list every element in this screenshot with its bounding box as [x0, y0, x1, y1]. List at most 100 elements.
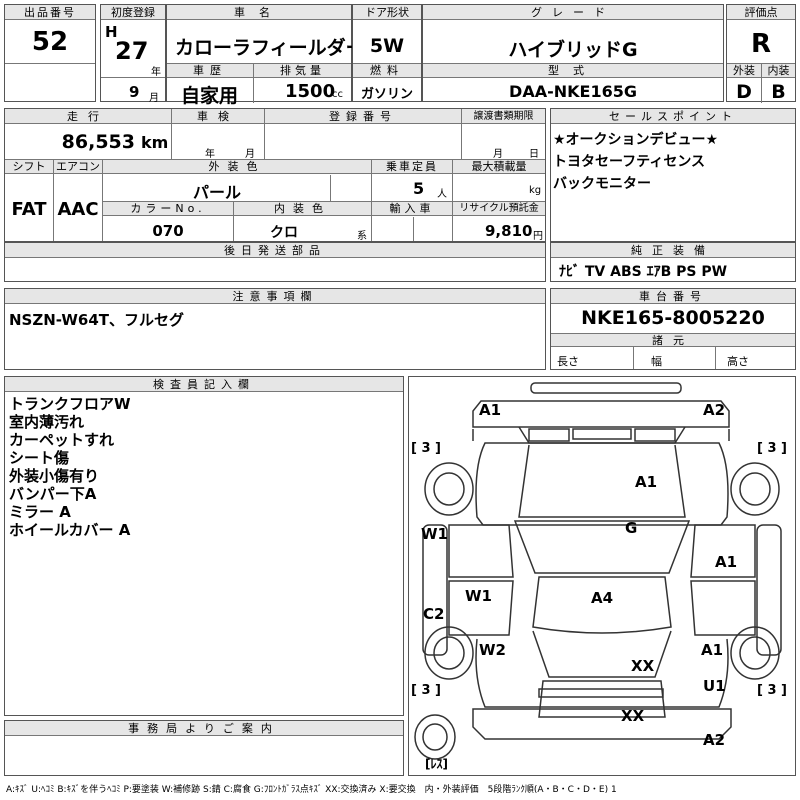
inspector-line-8: ホイールカバー A — [9, 521, 131, 539]
sales-point-2: トヨタセーフティセンス — [553, 154, 706, 170]
fuel: ガソリン — [360, 87, 413, 102]
air-conditioner: AAC — [57, 199, 99, 220]
era: H — [105, 23, 118, 41]
damage-mark-right-fender: A1 — [715, 553, 738, 571]
transfer-deadline-label: 譲渡書類期限 — [462, 109, 545, 124]
bracket-bottom-left: [ 3 ] — [411, 683, 441, 698]
specs-label: 諸元 — [551, 333, 795, 347]
car-diagram-box: A1 A2 [ 3 ] [ 3 ] A1 G W1 A1 W1 A4 C2 W2… — [408, 376, 796, 776]
displacement: 1500 — [285, 81, 336, 102]
inspector-line-1: トランクフロアW — [9, 395, 131, 413]
damage-mark-front-left: A1 — [479, 401, 502, 419]
notes-label: 注意事項欄 — [5, 289, 545, 304]
equipment-items: ﾅﾋﾞ TV ABS ｴｱB PS PW — [559, 264, 728, 280]
chassis-number: NKE165-8005220 — [581, 307, 765, 329]
model: DAA-NKE165G — [509, 82, 637, 101]
car-name: カローラフィールダー — [175, 37, 365, 59]
later-parts-box: 後日発送部品 — [4, 242, 546, 282]
shift: FAT — [11, 199, 47, 220]
damage-mark-rear: A2 — [703, 731, 726, 749]
interior-label: 内装 — [762, 64, 795, 78]
mileage: 86,553 — [61, 131, 135, 153]
damage-mark-left-rear: W2 — [479, 641, 506, 659]
equipment-label: 純正装備 — [551, 243, 795, 258]
capacity-label: 乗車定員 — [372, 160, 452, 174]
damage-mark-right-rear: A1 — [701, 641, 724, 659]
length-label: 長さ — [557, 355, 579, 368]
overall-score: R — [750, 29, 772, 59]
damage-mark-roof: A4 — [591, 589, 614, 607]
capacity-unit: 人 — [437, 189, 447, 200]
exterior-label: 外装 — [727, 64, 761, 78]
displacement-unit: cc — [332, 89, 343, 100]
inspector-line-2: 室内薄汚れ — [9, 413, 85, 431]
damage-mark-left-door: W1 — [465, 587, 492, 605]
grade: ハイブリッドG — [508, 39, 638, 61]
chassis-box: 車台番号 NKE165-8005220 諸元 長さ 幅 高さ — [550, 288, 796, 370]
model-label: 型式 — [423, 64, 723, 78]
inspection-year-unit: 年 — [205, 149, 215, 160]
damage-mark-windshield: G — [625, 519, 638, 537]
damage-mark-hood: A1 — [635, 473, 658, 491]
height-label: 高さ — [727, 355, 749, 368]
month-unit: 月 — [149, 93, 159, 104]
interior-color: クロ — [270, 225, 298, 241]
lot-number-box: 出品番号 52 — [4, 4, 96, 102]
mileage-label: 走行 — [5, 109, 171, 124]
exterior-color-label: 外装色 — [103, 160, 371, 174]
door-box: ドア形状 5W 燃料 ガソリン — [352, 4, 422, 102]
max-load-label: 最大積載量 — [453, 160, 545, 174]
grade-box: グレード ハイブリッドG 型式 DAA-NKE165G — [422, 4, 724, 102]
grade-label: グレード — [423, 5, 723, 20]
import-label: 輸入車 — [372, 202, 452, 216]
max-load-unit: kg — [529, 185, 542, 196]
transfer-month-unit: 月 — [493, 149, 503, 160]
inspection-label: 車検 — [172, 109, 264, 124]
score-box: 評価点 R 外装 内装 D B — [726, 4, 796, 103]
bracket-top-right: [ 3 ] — [757, 441, 787, 456]
inspector-line-6: バンパー下A — [9, 485, 97, 503]
damage-mark-left-side: C2 — [423, 605, 445, 623]
color-number: 070 — [152, 222, 184, 240]
exterior-score: D — [736, 81, 752, 103]
damage-mark-left-fender: W1 — [421, 525, 448, 543]
chassis-label: 車台番号 — [551, 289, 795, 304]
inspection-month-unit: 月 — [245, 149, 255, 160]
bracket-top-left: [ 3 ] — [411, 441, 441, 456]
office-box: 事務局よりご案内 — [4, 720, 404, 776]
sales-point-1: ★オークションデビュー★ — [553, 132, 719, 148]
car-name-label: 車名 — [167, 5, 351, 20]
width-label: 幅 — [651, 355, 662, 368]
first-registration-box: 初度登録 H 27 年 9 月 — [100, 4, 166, 104]
registration-number-label: 登録番号 — [265, 109, 461, 124]
exterior-color: パール — [192, 183, 241, 202]
lot-number: 52 — [31, 27, 69, 57]
sales-points-box: セールスポイント ★オークションデビュー★ トヨタセーフティセンス バックモニタ… — [550, 108, 796, 242]
capacity: 5 — [413, 179, 425, 198]
notes-box: 注意事項欄 NSZN-W64T、フルセグ — [4, 288, 546, 370]
history-label: 車歴 — [167, 64, 253, 78]
inspector-box: 検査員記入欄 トランクフロアW 室内薄汚れ カーペットすれ シート傷 外装小傷有… — [4, 376, 404, 716]
inspector-line-5: 外装小傷有り — [9, 467, 100, 485]
recycle-fee: 9,810 — [485, 222, 533, 240]
registration-month: 9 — [129, 83, 140, 101]
color-number-label: カラーNo. — [103, 202, 233, 216]
legend: A:ｷｽﾞ U:ﾍｺﾐ B:ｷｽﾞを伴うﾍｺﾐ P:要塗装 W:補修跡 S:錆 … — [6, 785, 617, 795]
score-label: 評価点 — [727, 5, 795, 20]
damage-mark-trunk: XX — [631, 657, 655, 675]
shift-label: シフト — [5, 160, 53, 174]
door-type: 5W — [369, 35, 405, 57]
interior-score: B — [771, 81, 786, 103]
transfer-day-unit: 日 — [529, 149, 539, 160]
inspector-label: 検査員記入欄 — [5, 377, 403, 392]
fuel-label: 燃料 — [353, 64, 421, 78]
ac-label: エアコン — [54, 160, 102, 174]
later-parts-label: 後日発送部品 — [5, 243, 545, 258]
interior-color-label: 内装色 — [234, 202, 371, 216]
car-name-box: 車名 カローラフィールダー 車歴 排気量 自家用 1500 cc — [166, 4, 365, 107]
notes-text: NSZN-W64T、フルセグ — [9, 311, 184, 329]
interior-color-unit: 系 — [357, 231, 367, 242]
displacement-label: 排気量 — [254, 64, 351, 78]
car-diagram — [414, 382, 782, 760]
damage-mark-rear-bumper: XX — [621, 707, 645, 725]
